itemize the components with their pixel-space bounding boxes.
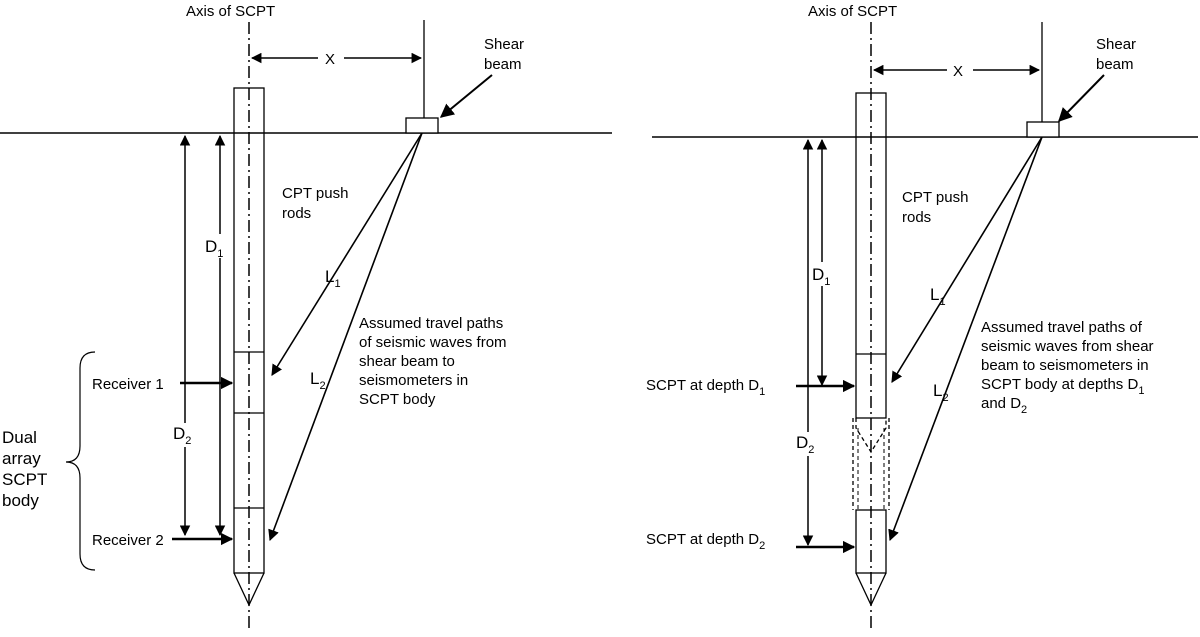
travel-paths-label-right: SCPT body at depths D1 (981, 376, 1144, 397)
left-panel: Axis of SCPT X Shear beam CPT push rods … (0, 3, 612, 632)
scpt-probe-right-lower (855, 509, 887, 574)
d2-label-right: D2 (796, 433, 814, 456)
receiver-2-label: Receiver 2 (92, 532, 164, 549)
travel-path-l1-right (891, 136, 1043, 383)
dual-array-label: body (2, 491, 39, 510)
travel-paths-label-left: shear beam to (359, 353, 455, 370)
shear-beam-label-right: beam (1096, 56, 1134, 73)
l2-label-right: L2 (933, 381, 949, 404)
push-rods-label-left: rods (282, 205, 311, 222)
l2-label-left: L2 (310, 369, 326, 392)
scpt-depth2-label: SCPT at depth D2 (646, 531, 765, 552)
d1-label-left: D1 (205, 237, 223, 260)
travel-paths-label-right: and D2 (981, 395, 1027, 416)
travel-paths-label-right: beam to seismometers in (981, 357, 1149, 374)
travel-paths-label-left: of seismic waves from (359, 334, 507, 351)
dual-array-brace (65, 351, 96, 571)
travel-path-l2-right (888, 136, 1043, 542)
l1-label-left: L1 (325, 267, 341, 290)
axis-label-right: Axis of SCPT (808, 3, 897, 20)
travel-paths-label-right: seismic waves from shear (981, 338, 1154, 355)
shear-beam-right (1026, 121, 1060, 138)
scpt-depth1-label: SCPT at depth D1 (646, 377, 765, 398)
push-rods-label-left: CPT push (282, 185, 348, 202)
shear-beam-pointer-left (439, 74, 493, 118)
receiver-1-label: Receiver 1 (92, 376, 164, 393)
shear-beam-label-left: Shear (484, 36, 524, 53)
l1-label-right: L1 (930, 285, 946, 308)
d2-label-left: D2 (173, 424, 191, 447)
x-label-right: X (953, 63, 963, 80)
travel-path-l2-left (268, 132, 423, 542)
shear-beam-label-right: Shear (1096, 36, 1136, 53)
travel-paths-label-left: Assumed travel paths (359, 315, 503, 332)
travel-path-l1-left (271, 132, 423, 376)
travel-paths-label-right: Assumed travel paths of (981, 319, 1143, 336)
axis-label-left: Axis of SCPT (186, 3, 275, 20)
push-rods-label-right: CPT push (902, 189, 968, 206)
push-rods-label-right: rods (902, 209, 931, 226)
shear-beam-label-left: beam (484, 56, 522, 73)
dual-array-label: Dual (2, 428, 37, 447)
x-label-left: X (325, 51, 335, 68)
travel-paths-label-left: SCPT body (359, 391, 436, 408)
dual-array-label: array (2, 449, 41, 468)
shear-beam-left (405, 117, 439, 134)
right-panel: Axis of SCPT X Shear beam CPT push rods … (646, 3, 1198, 632)
travel-paths-label-left: seismometers in (359, 372, 468, 389)
d1-label-right: D1 (812, 265, 830, 288)
dual-array-label: SCPT (2, 470, 47, 489)
shear-beam-pointer-right (1058, 74, 1105, 123)
